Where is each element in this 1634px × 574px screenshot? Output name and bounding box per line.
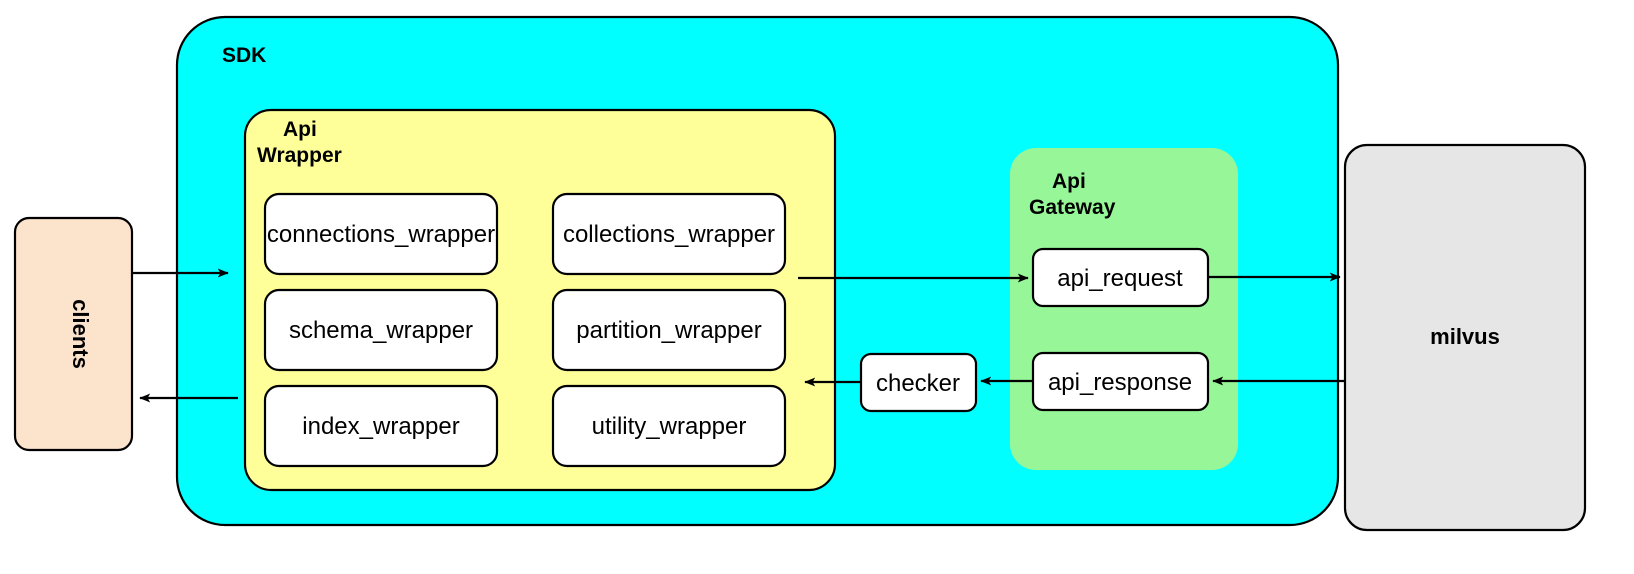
milvus-label: milvus <box>1430 324 1500 349</box>
node-milvus[interactable]: milvus <box>1343 143 1587 532</box>
api-response-label: api_response <box>1048 369 1192 396</box>
milvus-shape[interactable] <box>1343 143 1587 532</box>
connections-wrapper-shape[interactable] <box>263 192 499 276</box>
collections-wrapper-label: collections_wrapper <box>563 221 775 248</box>
node-index-wrapper[interactable]: index_wrapper <box>263 384 499 468</box>
partition-wrapper-shape[interactable] <box>551 288 787 372</box>
node-clients[interactable]: clients <box>13 216 134 452</box>
node-schema-wrapper[interactable]: schema_wrapper <box>263 288 499 372</box>
api-wrapper-title-line1: Api <box>283 118 317 141</box>
clients-shape[interactable] <box>13 216 134 452</box>
node-checker[interactable]: checker <box>859 352 978 413</box>
index-wrapper-shape[interactable] <box>263 384 499 468</box>
group-api-gateway: Api Gateway <box>1010 148 1238 470</box>
node-api-response[interactable]: api_response <box>1031 351 1210 412</box>
schema-wrapper-label: schema_wrapper <box>289 317 473 344</box>
api-request-label: api_request <box>1057 265 1183 292</box>
clients-label: clients <box>68 299 93 369</box>
checker-label: checker <box>876 370 960 397</box>
node-utility-wrapper[interactable]: utility_wrapper <box>551 384 787 468</box>
collections-wrapper-shape[interactable] <box>551 192 787 276</box>
api-gateway-title-line2: Gateway <box>1029 196 1116 219</box>
node-connections-wrapper[interactable]: connections_wrapper <box>263 192 499 276</box>
api-wrapper-title-line2: Wrapper <box>257 144 342 167</box>
utility-wrapper-shape[interactable] <box>551 384 787 468</box>
sdk-title: SDK <box>222 44 266 67</box>
node-api-request[interactable]: api_request <box>1031 247 1210 308</box>
api-gateway-title-line1: Api <box>1052 170 1086 193</box>
connections-wrapper-label: connections_wrapper <box>267 221 495 248</box>
partition-wrapper-label: partition_wrapper <box>576 317 761 344</box>
schema-wrapper-shape[interactable] <box>263 288 499 372</box>
node-collections-wrapper[interactable]: collections_wrapper <box>551 192 787 276</box>
utility-wrapper-label: utility_wrapper <box>592 413 747 440</box>
index-wrapper-label: index_wrapper <box>302 413 459 440</box>
node-partition-wrapper[interactable]: partition_wrapper <box>551 288 787 372</box>
